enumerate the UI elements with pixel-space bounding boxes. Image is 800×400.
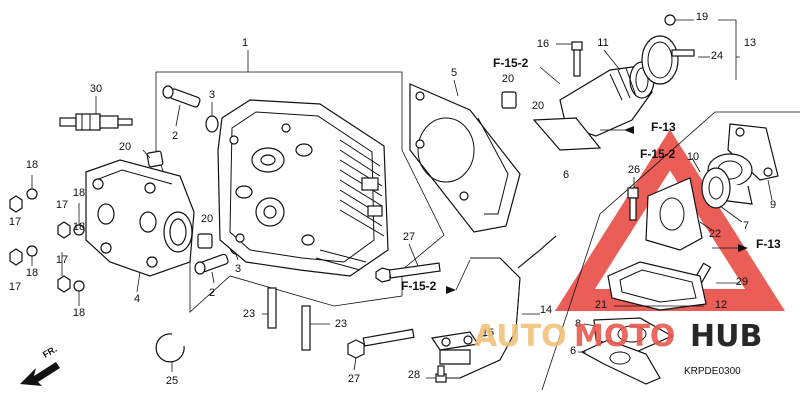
injector-holder — [645, 177, 703, 251]
part-label-p10: 10 — [687, 151, 699, 163]
part-label-p25: 25 — [166, 375, 178, 387]
bolt-27-lower — [347, 328, 415, 371]
dowel-pin-center — [197, 233, 213, 249]
part-label-p1: 1 — [242, 37, 248, 49]
right-panel-border — [541, 111, 800, 391]
part-label-p23b: 23 — [335, 318, 347, 330]
reference-labels: F-15-2F-13F-15-2F-13F-15-2 — [401, 56, 781, 293]
part-label-p7: 7 — [743, 220, 749, 232]
part-label-p2b: 2 — [209, 287, 215, 299]
front-direction-arrow — [20, 362, 60, 386]
diagram-code: KRPDE0300 — [684, 366, 741, 377]
plate-6-lower — [578, 339, 661, 385]
part-label-p28: 28 — [408, 369, 420, 381]
part-label-p6a: 6 — [563, 169, 569, 181]
part-label-p19: 19 — [696, 11, 708, 23]
reference-label-f13a: F-13 — [651, 120, 676, 134]
ref-arrows — [446, 66, 748, 294]
cylinder-head — [217, 99, 389, 277]
intake-clamp — [641, 14, 740, 85]
dowel-pin-gasket — [501, 91, 517, 109]
pipe-14 — [440, 235, 557, 379]
part-label-p20a: 20 — [119, 141, 131, 153]
part-label-p20d: 20 — [532, 100, 544, 112]
valve-guide-bottom — [194, 253, 229, 284]
manifold-gasket — [607, 261, 707, 311]
part-label-p9: 9 — [770, 199, 776, 211]
part-label-p15: 15 — [482, 327, 494, 339]
part-label-p23a: 23 — [243, 308, 255, 320]
part-label-p5: 5 — [451, 67, 457, 79]
part-label-p20c: 20 — [502, 73, 514, 85]
camshaft-holder — [85, 159, 195, 293]
o-ring-top — [205, 115, 219, 133]
gasket-7 — [701, 167, 743, 223]
part-label-p21: 21 — [595, 299, 607, 311]
front-direction-label: FR. — [41, 344, 59, 360]
reference-label-f15a: F-15-2 — [493, 56, 529, 70]
watermark-text: AUTO MOTO HUB — [474, 319, 762, 354]
part-label-p17c: 17 — [9, 281, 21, 293]
watermark-text-auto: AUTO — [474, 319, 567, 354]
part-label-p14: 14 — [540, 304, 552, 316]
leader-22 — [699, 221, 713, 231]
part-label-p2a: 2 — [172, 130, 178, 142]
bolt-16 — [556, 41, 583, 77]
nuts-and-washers — [9, 175, 85, 306]
part-label-p13: 13 — [744, 37, 756, 49]
part-number-labels: 1233020181718171818171718420322523232727… — [9, 11, 776, 387]
part-label-p26: 26 — [628, 164, 640, 176]
part-label-p24: 24 — [711, 50, 723, 62]
bracket-15 — [430, 331, 486, 365]
part-label-p27a: 27 — [403, 231, 415, 243]
part-label-p18e: 18 — [73, 307, 85, 319]
part-label-p6b: 6 — [570, 345, 576, 357]
bolt-26 — [627, 177, 639, 221]
part-label-p12: 12 — [715, 299, 727, 311]
part-label-p27b: 27 — [348, 373, 360, 385]
part-label-p18c: 18 — [73, 221, 85, 233]
part-label-p11: 11 — [597, 37, 608, 49]
intake-pipe — [532, 49, 655, 151]
part-label-p3a: 3 — [209, 89, 215, 101]
reference-label-f13b: F-13 — [756, 237, 781, 251]
part-label-p16: 16 — [537, 38, 549, 50]
cylinder-gasket — [409, 79, 521, 233]
part-label-p17a: 17 — [9, 216, 21, 228]
part-label-p18b: 18 — [73, 187, 85, 199]
reference-label-f15b: F-15-2 — [640, 147, 676, 161]
valve-guide-top — [162, 85, 201, 127]
part-label-p4: 4 — [134, 293, 140, 305]
watermark-text-moto: MOTO — [574, 319, 675, 354]
part-label-p18d: 18 — [26, 267, 38, 279]
insulator-plate — [727, 123, 779, 201]
spark-plug — [59, 96, 133, 131]
part-label-p17d: 17 — [56, 254, 68, 266]
part-label-p18a: 18 — [26, 159, 38, 171]
bolt-28 — [426, 365, 447, 383]
bolt-27-upper — [375, 243, 441, 283]
circlip — [155, 333, 185, 363]
stud-bolts — [262, 287, 330, 351]
watermark-text-hub: HUB — [690, 319, 762, 354]
reference-label-f15c: F-15-2 — [401, 279, 437, 293]
part-label-p30: 30 — [90, 83, 102, 95]
part-label-p29: 29 — [736, 276, 748, 288]
part-label-p3b: 3 — [235, 263, 241, 275]
part-label-p17b: 17 — [56, 199, 68, 211]
part-label-p22: 22 — [709, 228, 721, 240]
dowel-pin-left — [146, 150, 164, 168]
part-label-p8: 8 — [575, 318, 581, 330]
part-label-p20b: 20 — [201, 213, 213, 225]
